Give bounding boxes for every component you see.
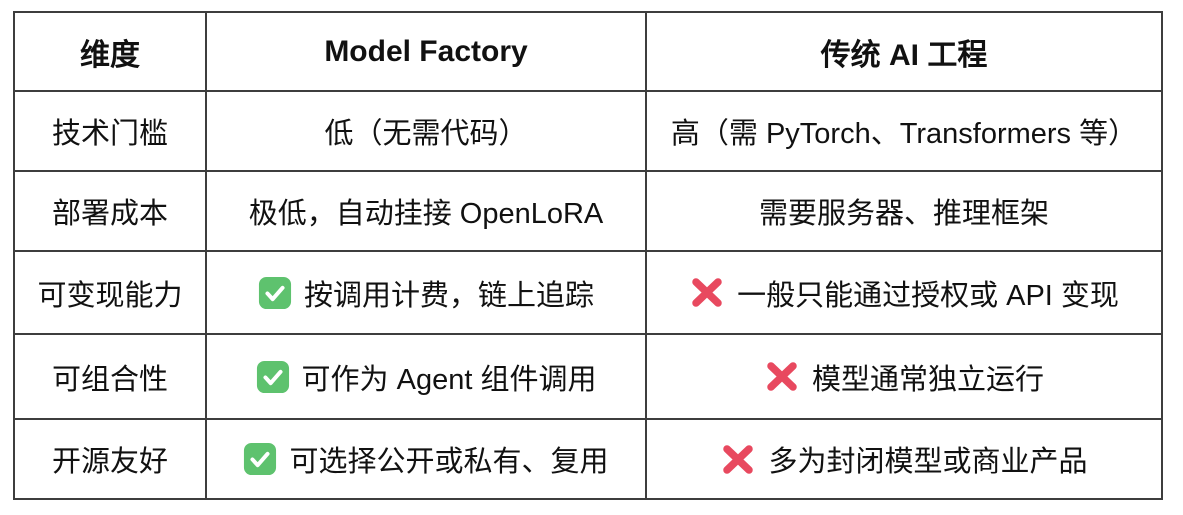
cross-icon [764, 360, 800, 393]
cell-text: 极低，自动挂接 OpenLoRA [248, 198, 604, 230]
table-row: 可组合性 可作为 Agent 组件调用 模型通常独立运行 [13, 333, 1163, 420]
model-factory-cell: 极低，自动挂接 OpenLoRA [205, 170, 647, 252]
cell-text: 按调用计费，链上追踪 [303, 279, 594, 312]
model-factory-cell: 低（无需代码） [205, 90, 647, 172]
cell-text: 低（无需代码） [324, 118, 528, 150]
model-factory-cell: 可作为 Agent 组件调用 [205, 333, 647, 420]
cell-text: 高（需 PyTorch、Transformers 等） [670, 118, 1138, 150]
check-icon [256, 360, 290, 394]
dimension-cell: 可变现能力 [13, 250, 207, 335]
model-factory-cell: 按调用计费，链上追踪 [205, 250, 647, 335]
model-factory-cell: 可选择公开或私有、复用 [205, 418, 647, 500]
header-row: 维度 Model Factory 传统 AI 工程 [13, 11, 1163, 92]
comparison-table: 维度 Model Factory 传统 AI 工程 技术门槛 低（无需代码） 高… [13, 11, 1163, 500]
cross-icon [689, 276, 725, 309]
check-icon [243, 442, 277, 476]
cell-text: 需要服务器、推理框架 [758, 198, 1049, 230]
traditional-cell: 多为封闭模型或商业产品 [645, 418, 1163, 500]
traditional-cell: 模型通常独立运行 [645, 333, 1163, 420]
header-traditional-ai: 传统 AI 工程 [645, 11, 1163, 92]
dimension-cell: 可组合性 [13, 333, 207, 420]
table-row: 技术门槛 低（无需代码） 高（需 PyTorch、Transformers 等） [13, 90, 1163, 172]
header-dimension: 维度 [13, 11, 207, 92]
traditional-cell: 需要服务器、推理框架 [645, 170, 1163, 252]
traditional-cell: 高（需 PyTorch、Transformers 等） [645, 90, 1163, 172]
cell-text: 模型通常独立运行 [811, 363, 1044, 396]
cell-text: 可作为 Agent 组件调用 [301, 363, 597, 396]
comparison-table-container: 维度 Model Factory 传统 AI 工程 技术门槛 低（无需代码） 高… [13, 11, 1163, 500]
dimension-cell: 技术门槛 [13, 90, 207, 172]
dimension-cell: 部署成本 [13, 170, 207, 252]
cell-text: 一般只能通过授权或 API 变现 [737, 279, 1119, 312]
cross-icon [720, 443, 756, 476]
cell-text: 多为封闭模型或商业产品 [768, 446, 1088, 478]
check-icon [258, 276, 292, 310]
table-row: 可变现能力 按调用计费，链上追踪 一般只能通过授权或 API 变现 [13, 250, 1163, 335]
table-row: 部署成本 极低，自动挂接 OpenLoRA 需要服务器、推理框架 [13, 170, 1163, 252]
header-model-factory: Model Factory [205, 11, 647, 92]
traditional-cell: 一般只能通过授权或 API 变现 [645, 250, 1163, 335]
dimension-cell: 开源友好 [13, 418, 207, 500]
table-row: 开源友好 可选择公开或私有、复用 多为封闭模型或商业产品 [13, 418, 1163, 500]
cell-text: 可选择公开或私有、复用 [289, 446, 609, 478]
